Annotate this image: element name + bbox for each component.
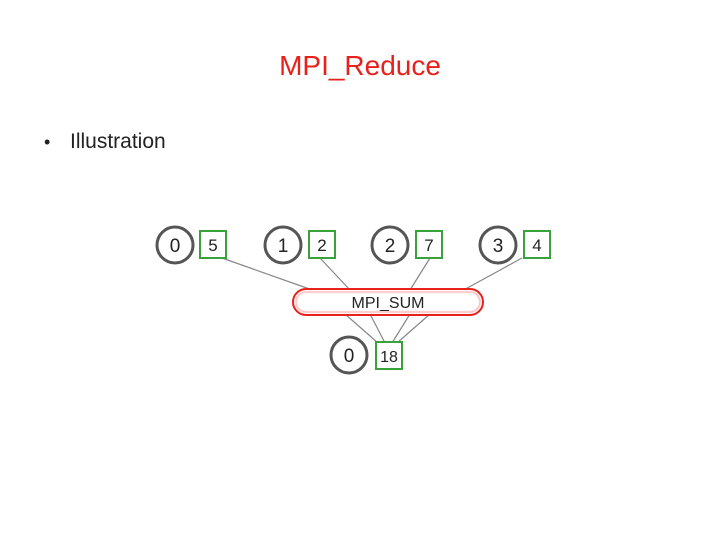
- output-edges: [344, 313, 431, 344]
- result-value-box: [375, 341, 403, 370]
- rank-circle: [155, 225, 195, 265]
- slide-title: MPI_Reduce: [279, 50, 441, 81]
- process-3: 3 4: [478, 225, 551, 265]
- value-box: [415, 230, 443, 259]
- process-1: 1 2: [263, 225, 336, 265]
- operation-label: MPI_SUM: [352, 295, 425, 312]
- value-box: [523, 230, 551, 259]
- rank-label: 1: [278, 236, 289, 257]
- rank-circle: [370, 225, 410, 265]
- value-label: 2: [317, 236, 326, 255]
- rank-circle: [478, 225, 518, 265]
- bullet-dot-icon: •: [44, 131, 51, 152]
- operation-node: MPI_SUM: [292, 288, 484, 316]
- bullet-text: Illustration: [70, 130, 166, 153]
- process-2: 2 7: [370, 225, 443, 265]
- rank-label: 3: [493, 236, 504, 257]
- edge-out-3: [391, 313, 411, 344]
- result-rank-circle: [329, 335, 369, 375]
- rank-label: 2: [385, 236, 396, 257]
- edge-out-2: [369, 313, 386, 344]
- edge-p3: [459, 257, 523, 293]
- edge-out-4: [396, 313, 431, 344]
- result-value-label: 18: [380, 349, 398, 366]
- value-box: [308, 230, 336, 259]
- value-label: 4: [532, 236, 541, 255]
- edge-p2: [409, 257, 431, 291]
- input-edges: [221, 257, 523, 293]
- edge-out-1: [344, 313, 379, 344]
- value-box: [199, 230, 227, 259]
- edge-p0: [221, 257, 319, 293]
- result-rank-label: 0: [344, 346, 355, 367]
- value-label: 7: [424, 236, 433, 255]
- bullet-item: • Illustration: [44, 130, 166, 154]
- value-label: 5: [208, 236, 217, 255]
- process-0: 0 5: [155, 225, 227, 265]
- rank-label: 0: [170, 236, 181, 257]
- edge-p1: [319, 257, 351, 291]
- rank-circle: [263, 225, 303, 265]
- result-node: 0 18: [329, 335, 403, 375]
- operation-pill: [292, 288, 484, 316]
